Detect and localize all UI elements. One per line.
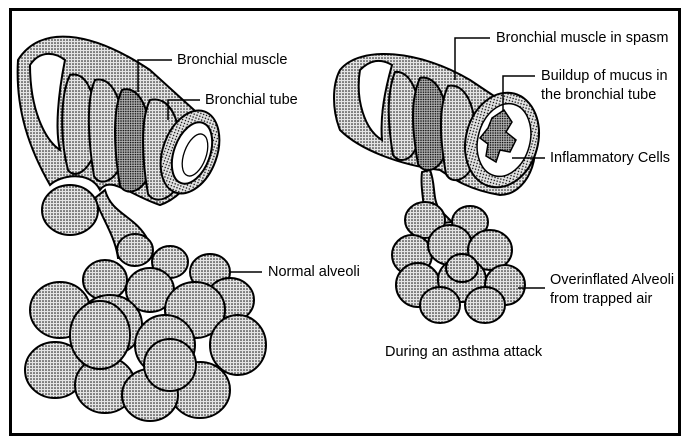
- label-inflammatory-cells: Inflammatory Cells: [550, 150, 670, 167]
- asthma-airway: [334, 38, 549, 323]
- label-muscle-spasm: Bronchial muscle in spasm: [496, 30, 668, 47]
- label-mucus-line1: Buildup of mucus in: [541, 68, 668, 85]
- label-mucus-line2: the bronchial tube: [541, 87, 656, 104]
- normal-alveoli-cluster: [25, 185, 266, 421]
- label-overinflated-line2: from trapped air: [550, 291, 652, 308]
- label-normal-alveoli: Normal alveoli: [268, 264, 360, 281]
- label-overinflated-line1: Overinflated Alveoli: [550, 272, 674, 289]
- label-bronchial-tube: Bronchial tube: [205, 92, 298, 109]
- asthma-alveoli-cluster: [392, 202, 525, 323]
- caption-asthma-attack: During an asthma attack: [385, 344, 542, 361]
- label-bronchial-muscle: Bronchial muscle: [177, 52, 287, 69]
